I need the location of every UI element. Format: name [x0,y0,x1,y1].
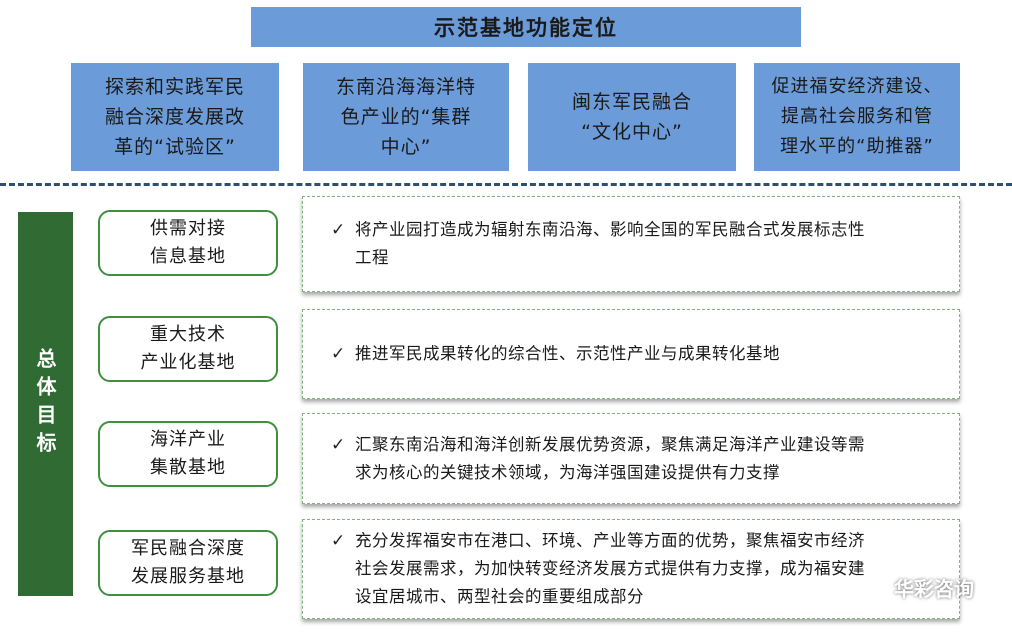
goal-desc-text-1: 将产业园打造成为辐射东南沿海、影响全国的军民融合式发展标志性 工程 [355,220,865,267]
goal-desc-text-3: 汇聚东南沿海和海洋创新发展优势资源，聚焦满足海洋产业建设等需 求为核心的关键技术… [355,434,865,482]
check-icon: ✓ [331,344,346,364]
goal-name-2: 重大技术 产业化基地 [98,316,278,382]
goal-name-4: 军民融合深度 发展服务基地 [98,530,278,596]
check-icon: ✓ [331,220,346,240]
goal-desc-text-2: 推进军民成果转化的综合性、示范性产业与成果转化基地 [355,344,780,363]
section-divider [0,183,1012,186]
function-box-3: 闽东军民融合 “文化中心” [528,63,736,171]
goal-desc-4: ✓ 充分发挥福安市在港口、环境、产业等方面的优势，聚焦福安市经济 社会发展需求，… [302,519,960,619]
goal-name-1: 供需对接 信息基地 [98,210,278,276]
goal-desc-text-4: 充分发挥福安市在港口、环境、产业等方面的优势，聚焦福安市经济 社会发展需求，为加… [355,531,865,606]
wechat-icon [860,576,888,598]
goal-desc-1: ✓ 将产业园打造成为辐射东南沿海、影响全国的军民融合式发展标志性 工程 [302,196,960,292]
watermark: 华彩咨询 [860,573,974,602]
watermark-text: 华彩咨询 [894,577,974,601]
goal-desc-3: ✓ 汇聚东南沿海和海洋创新发展优势资源，聚焦满足海洋产业建设等需 求为核心的关键… [302,413,960,504]
overall-goal-label: 总体目标 [18,212,73,596]
check-icon: ✓ [331,531,346,551]
overall-goal-text: 总体目标 [33,348,57,460]
diagram-title: 示范基地功能定位 [251,7,801,47]
function-box-1: 探索和实践军民 融合深度发展改 革的“试验区” [71,63,279,171]
goal-name-3: 海洋产业 集散基地 [98,421,278,487]
function-box-4: 促进福安经济建设、 提高社会服务和管 理水平的“助推器” [754,63,960,171]
function-box-2: 东南沿海海洋特 色产业的“集群 中心” [303,63,509,171]
check-icon: ✓ [331,434,346,455]
goal-desc-2: ✓ 推进军民成果转化的综合性、示范性产业与成果转化基地 [302,309,960,399]
